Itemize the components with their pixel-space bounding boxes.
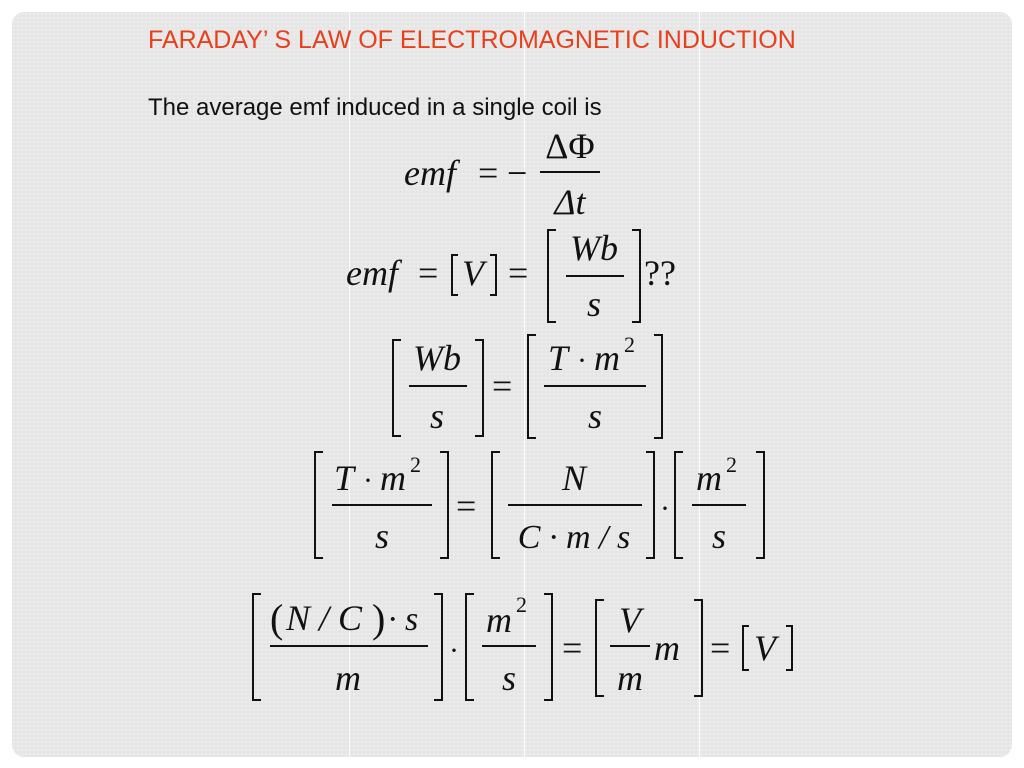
- time-change-denominator: Δt: [552, 182, 586, 222]
- bracket-left: [547, 229, 556, 323]
- seconds-denominator: s: [712, 516, 726, 556]
- seconds-denominator: s: [502, 658, 516, 698]
- volt-symbol: V: [462, 253, 488, 293]
- tesla-symbol: T: [334, 458, 357, 498]
- seconds-denominator: s: [375, 516, 389, 556]
- newton-per-coulomb: N / C: [285, 598, 363, 638]
- newton-numerator: N: [561, 458, 588, 498]
- paren-right: ): [372, 596, 385, 641]
- weber-numerator: Wb: [570, 228, 618, 268]
- background-line: [699, 12, 700, 757]
- bracket-right: [646, 451, 655, 559]
- exponent-two: 2: [624, 332, 635, 357]
- equals-sign: =: [492, 366, 512, 406]
- equals-sign: =: [478, 153, 498, 193]
- seconds-denominator: s: [588, 396, 602, 436]
- times-seconds: · s: [388, 601, 418, 638]
- paren-left: (: [270, 596, 283, 641]
- equals-sign: =: [710, 628, 730, 668]
- dot-operator: ·: [449, 634, 459, 667]
- background-line: [524, 12, 525, 757]
- bracket-left: [491, 451, 500, 559]
- dot-operator: ·: [363, 464, 373, 497]
- exponent-two: 2: [726, 452, 737, 477]
- equals-sign: =: [508, 253, 528, 293]
- coulomb-meter-per-second: C · m / s: [518, 519, 630, 556]
- bracket-right: [632, 229, 641, 323]
- meter-symbol: m: [696, 458, 722, 498]
- meter-symbol: m: [380, 458, 406, 498]
- bracket-right: [475, 339, 484, 437]
- question-marks: ??: [644, 253, 676, 293]
- weber-numerator: Wb: [413, 338, 461, 378]
- bracket-left: [527, 334, 536, 439]
- equation-tesla-expansion: T · m 2 s = N C · m / s · m 2 s: [314, 451, 765, 559]
- bracket-left: [742, 625, 749, 671]
- equation-emf-units: emf = V = Wb s ??: [346, 228, 676, 324]
- slide: [12, 12, 1012, 757]
- equation-volt-result: ( N / C ) · s m · m 2 s = V m m = V: [252, 592, 793, 701]
- bracket-right: [434, 593, 443, 701]
- dot-operator: ·: [660, 492, 670, 525]
- bracket-right: [756, 451, 765, 559]
- tesla-symbol: T: [548, 338, 571, 378]
- bracket-right: [490, 254, 497, 296]
- bracket-right: [694, 599, 703, 697]
- equals-sign: =: [418, 253, 438, 293]
- intro-text: The average emf induced in a single coil…: [148, 94, 602, 121]
- bracket-right: [786, 625, 793, 671]
- equation-weber-per-second: Wb s = T · m 2 s: [392, 332, 663, 439]
- bracket-right: [544, 593, 553, 701]
- emf-symbol: emf: [404, 153, 461, 193]
- seconds-denominator: s: [587, 284, 601, 324]
- volt-numerator: V: [619, 600, 645, 640]
- volt-result: V: [754, 628, 780, 668]
- minus-sign: −: [507, 153, 527, 193]
- slide-title: FARADAY’ S LAW OF ELECTROMAGNETIC INDUCT…: [148, 26, 796, 54]
- equation-emf-definition: emf = − ΔΦ Δt: [404, 126, 600, 222]
- meter-symbol: m: [654, 628, 680, 668]
- emf-symbol: emf: [346, 253, 403, 293]
- equals-sign: =: [456, 486, 476, 526]
- exponent-two: 2: [410, 452, 421, 477]
- background-line: [349, 12, 350, 757]
- bracket-left: [451, 254, 458, 296]
- bracket-left: [465, 593, 474, 701]
- bracket-left: [252, 593, 261, 701]
- bracket-left: [674, 451, 683, 559]
- flux-change-numerator: ΔΦ: [545, 126, 594, 166]
- equals-sign: =: [562, 628, 582, 668]
- meter-symbol: m: [486, 600, 512, 640]
- meter-denominator: m: [335, 658, 361, 698]
- bracket-left: [392, 339, 401, 437]
- bracket-right: [440, 451, 449, 559]
- bracket-left: [595, 599, 604, 697]
- seconds-denominator: s: [430, 396, 444, 436]
- bracket-left: [314, 451, 323, 559]
- exponent-two: 2: [516, 592, 527, 617]
- meter-symbol: m: [594, 338, 620, 378]
- bracket-right: [654, 334, 663, 439]
- dot-operator: ·: [577, 344, 587, 377]
- meter-denominator: m: [617, 658, 643, 698]
